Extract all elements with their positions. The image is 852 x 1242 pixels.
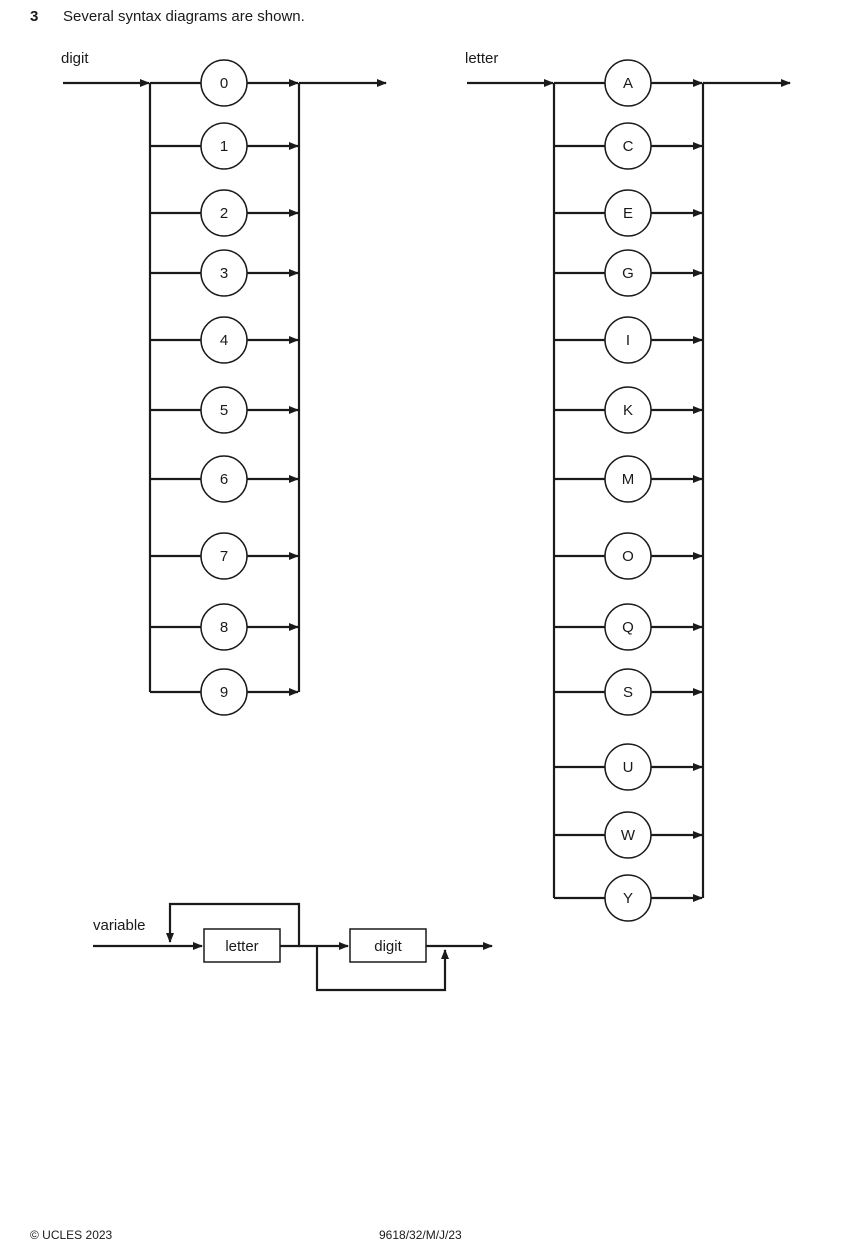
- question-text: Several syntax diagrams are shown.: [63, 8, 305, 25]
- digit-option-label: 1: [220, 138, 228, 155]
- digit-option-label: 8: [220, 619, 228, 636]
- digit-syntax-diagram: digit 0 1 2 3 4 5 6 7 8 9: [61, 50, 387, 716]
- digit-option-label: 9: [220, 684, 228, 701]
- digit-option-label: 3: [220, 265, 228, 282]
- letter-option: Q: [554, 603, 703, 651]
- letter-option: U: [554, 743, 703, 791]
- digit-option: 0: [150, 59, 299, 107]
- digit-option: 2: [150, 189, 299, 237]
- digit-option-label: 2: [220, 205, 228, 222]
- digit-diagram-title: digit: [61, 50, 89, 67]
- footer-code: 9618/32/M/J/23: [379, 1228, 462, 1242]
- letter-option-label: I: [626, 332, 630, 349]
- digit-option: 6: [150, 455, 299, 503]
- letter-option-label: E: [623, 205, 633, 222]
- letter-option-label: U: [623, 759, 634, 776]
- letter-option-label: S: [623, 684, 633, 701]
- letter-option-label: Q: [622, 619, 634, 636]
- letter-option: M: [554, 455, 703, 503]
- variable-syntax-diagram: variable letter digit: [93, 902, 493, 992]
- letter-option: K: [554, 386, 703, 434]
- letter-option-label: Y: [623, 890, 633, 907]
- digit-option-label: 0: [220, 75, 228, 92]
- digit-option-label: 7: [220, 548, 228, 565]
- digit-option: 5: [150, 386, 299, 434]
- letter-option: A: [554, 59, 703, 107]
- question-number: 3: [30, 8, 39, 25]
- digit-option: 3: [150, 249, 299, 297]
- digit-option: 7: [150, 532, 299, 580]
- variable-diagram-title: variable: [93, 917, 146, 934]
- digit-option-label: 5: [220, 402, 228, 419]
- digit-option: 8: [150, 603, 299, 651]
- letter-option-label: G: [622, 265, 634, 282]
- digit-box-label: digit: [374, 938, 402, 955]
- letter-option-label: A: [623, 75, 633, 92]
- letter-syntax-diagram: letter A C E G I K M O Q S U W Y: [465, 50, 791, 922]
- footer-copyright: © UCLES 2023: [30, 1228, 113, 1242]
- digit-option-label: 6: [220, 471, 228, 488]
- digit-box: [349, 928, 427, 963]
- letter-option: W: [554, 811, 703, 859]
- letter-option-label: O: [622, 548, 634, 565]
- digit-option: 4: [150, 316, 299, 364]
- letter-option: C: [554, 122, 703, 170]
- digit-option-label: 4: [220, 332, 228, 349]
- letter-option: O: [554, 532, 703, 580]
- letter-option-label: C: [623, 138, 634, 155]
- letter-option-label: K: [623, 402, 633, 419]
- letter-diagram-title: letter: [465, 50, 498, 67]
- digit-option: 9: [150, 668, 299, 716]
- letter-option-label: W: [621, 827, 636, 844]
- letter-option: S: [554, 668, 703, 716]
- letter-box-label: letter: [225, 938, 258, 955]
- letter-option-label: M: [622, 471, 635, 488]
- letter-options: A C E G I K M O Q S U W Y: [467, 59, 791, 922]
- letter-option: G: [554, 249, 703, 297]
- letter-option: I: [554, 316, 703, 364]
- digit-options: 0 1 2 3 4 5 6 7 8 9: [63, 59, 387, 716]
- letter-option: E: [554, 189, 703, 237]
- digit-option: 1: [150, 122, 299, 170]
- letter-option: Y: [554, 874, 703, 922]
